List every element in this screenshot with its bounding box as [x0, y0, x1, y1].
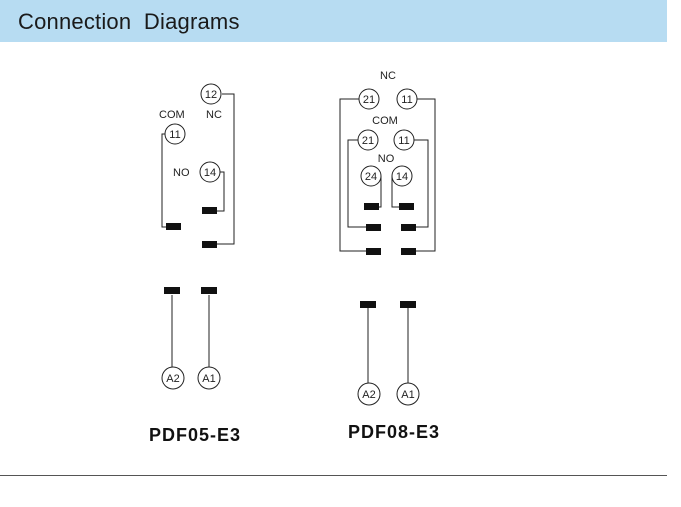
terminal-12 [200, 83, 222, 105]
contact-block [401, 248, 416, 255]
wire-no [217, 171, 225, 212]
terminal-no-24 [360, 165, 382, 187]
contact-block [400, 301, 416, 308]
terminal-a1-label: A1 [202, 373, 215, 385]
terminal-a1 [197, 366, 221, 390]
wire-nc-11 [416, 98, 436, 252]
terminal-nc-11 [396, 88, 418, 110]
model-name-pdf05: PDF05-E3 [149, 425, 241, 445]
label-nc: NC [380, 70, 396, 82]
label-no: NO [378, 153, 395, 165]
contact-block [202, 241, 217, 248]
bottom-divider [0, 475, 667, 476]
terminal-com-11-label: 11 [398, 135, 409, 147]
terminal-com-11 [393, 129, 415, 151]
wire-nc-21 [339, 98, 366, 252]
label-no: NO [173, 167, 190, 179]
contact-block [201, 287, 217, 294]
wire-com [161, 133, 166, 228]
terminal-nc-21-label: 21 [363, 94, 375, 106]
wire-nc [217, 93, 235, 245]
terminal-a2-label: A2 [362, 389, 375, 401]
terminal-a2-label: A2 [166, 373, 179, 385]
terminal-no-14-label: 14 [396, 171, 408, 183]
wire-com-11 [414, 139, 429, 228]
section-header: Connection Diagrams [0, 0, 667, 42]
label-com: COM [159, 109, 185, 121]
terminal-no-24-label: 24 [365, 171, 377, 183]
terminal-com-21-label: 21 [362, 135, 374, 147]
contact-blocks-pdf05 [164, 207, 217, 294]
diagram-pdf05-e3 [161, 83, 235, 390]
contact-block [360, 301, 376, 308]
contact-block [399, 203, 414, 210]
terminal-a1 [396, 382, 420, 406]
model-name-pdf08: PDF08-E3 [348, 422, 440, 442]
contact-block [366, 224, 381, 231]
contact-block [366, 248, 381, 255]
contact-block [202, 207, 217, 214]
terminal-14 [199, 161, 221, 183]
label-com: COM [372, 115, 398, 127]
contact-blocks-pdf08 [360, 203, 416, 308]
terminal-a2 [161, 366, 185, 390]
wire-no-14 [391, 176, 399, 208]
wire-com-21 [347, 139, 366, 228]
terminal-12-label: 12 [205, 89, 217, 101]
contact-block [164, 287, 180, 294]
label-nc: NC [206, 109, 222, 121]
contact-block [401, 224, 416, 231]
terminal-no-14 [391, 165, 413, 187]
terminal-com-21 [357, 129, 379, 151]
terminal-11 [164, 123, 186, 145]
diagram-pdf08-e3 [339, 88, 436, 406]
section-title: Connection Diagrams [18, 9, 240, 34]
terminal-a2 [357, 382, 381, 406]
contact-block [364, 203, 379, 210]
terminal-nc-21 [358, 88, 380, 110]
contact-block [166, 223, 181, 230]
terminal-a1-label: A1 [401, 389, 414, 401]
terminal-11-label: 11 [169, 129, 180, 141]
terminal-14-label: 14 [204, 167, 216, 179]
terminal-nc-11-label: 11 [401, 94, 412, 106]
